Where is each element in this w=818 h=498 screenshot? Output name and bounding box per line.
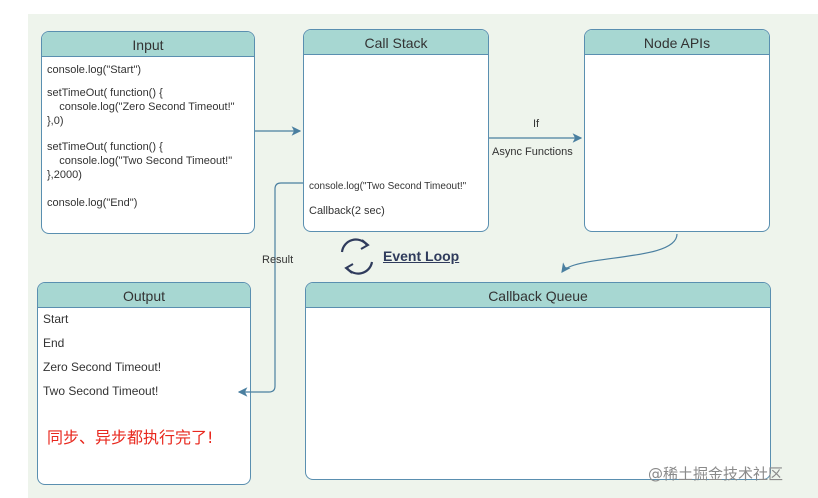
input-code-zero-timeout: setTimeOut( function() { console.log("Ze… (47, 87, 235, 127)
event-loop-label: Event Loop (383, 248, 460, 264)
completion-note: 同步、异步都执行完了! (47, 428, 214, 447)
node-apis-title: Node APIs (585, 30, 769, 55)
input-code-two-timeout: setTimeOut( function() { console.log("Tw… (47, 141, 233, 181)
refresh-cycle-icon (340, 238, 374, 275)
output-line: Zero Second Timeout! (43, 360, 162, 374)
output-line: End (43, 336, 65, 350)
call-stack-title: Call Stack (304, 30, 488, 55)
callback-queue-box: Callback Queue (305, 282, 771, 480)
input-code-start: console.log("Start") (47, 64, 142, 76)
watermark: @稀土掘金技术社区 (648, 465, 784, 483)
call-stack-entry: Callback(2 sec) (309, 205, 385, 217)
if-label: If (533, 118, 540, 130)
call-stack-box: Call Stack (303, 29, 489, 232)
output-title: Output (38, 283, 250, 308)
input-title: Input (42, 32, 254, 57)
async-functions-label: Async Functions (492, 146, 573, 158)
call-stack-entry: console.log("Two Second Timeout!" (309, 181, 467, 192)
input-box: Input (41, 31, 255, 234)
callstack-to-output-arrow (237, 182, 303, 397)
callback-queue-title: Callback Queue (306, 283, 770, 308)
result-label: Result (262, 254, 294, 266)
output-line: Start (43, 312, 69, 326)
nodeapis-to-queue-arrow (561, 233, 678, 273)
node-apis-box: Node APIs (584, 29, 770, 232)
output-line: Two Second Timeout! (43, 384, 159, 398)
output-box: Output (37, 282, 251, 485)
input-code-end: console.log("End") (47, 197, 138, 209)
